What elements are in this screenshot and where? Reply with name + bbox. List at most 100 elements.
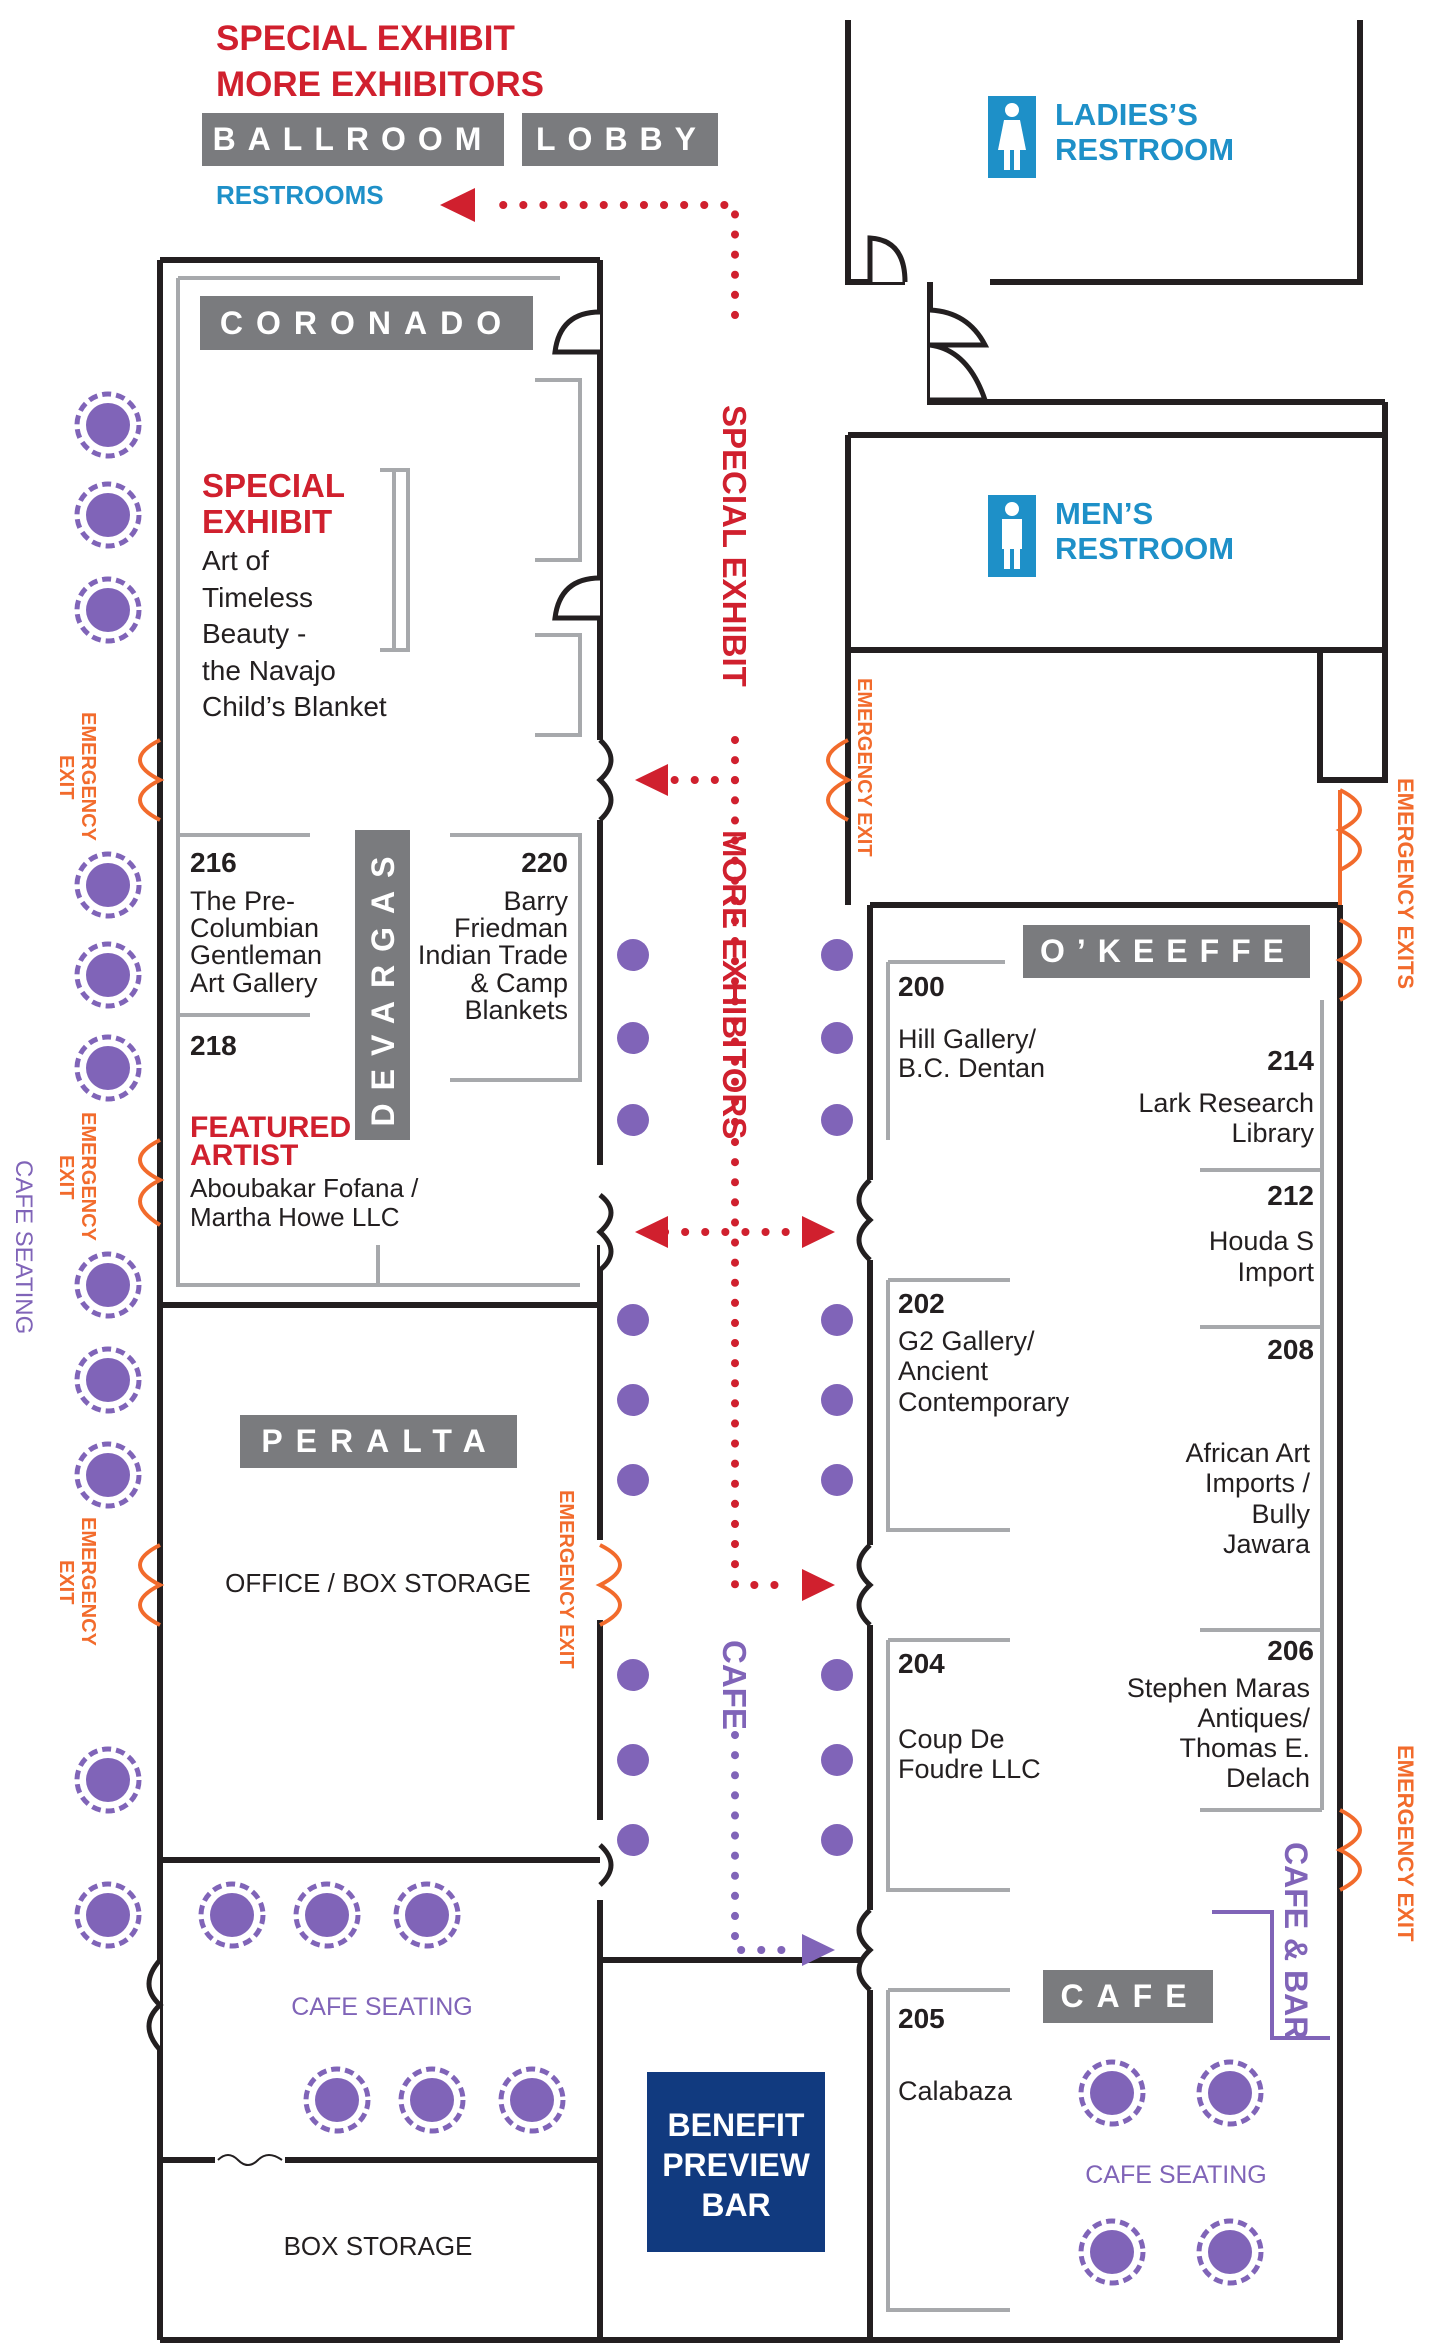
cafe-table bbox=[74, 391, 142, 459]
featured-line: Aboubakar Fofana / bbox=[190, 1173, 419, 1203]
exit-door-left-1 bbox=[138, 738, 165, 822]
door-peralta-corridor bbox=[598, 1843, 614, 1887]
path-corridor-main bbox=[731, 736, 794, 1589]
box-storage-label: BOX STORAGE bbox=[284, 2231, 473, 2261]
man-icon bbox=[1002, 502, 1022, 569]
partition-202 bbox=[886, 1278, 1010, 1532]
booth-number: 204 bbox=[898, 1648, 945, 1679]
bench bbox=[821, 1104, 853, 1136]
featured-head-2: ARTIST bbox=[190, 1139, 298, 1172]
booth-line: Import bbox=[1237, 1257, 1314, 1287]
exit-label-right-bottom: EMERGENCY EXIT bbox=[1393, 1745, 1418, 1942]
booth-number: 220 bbox=[521, 847, 568, 878]
coronado-label-bg bbox=[200, 296, 533, 350]
booth-line: Hill Gallery/ bbox=[898, 1024, 1037, 1054]
arrow-special-exhibit bbox=[635, 764, 668, 796]
exit-label-3-b: EXIT bbox=[55, 1560, 77, 1604]
door-okeeffe-3 bbox=[856, 1908, 874, 1992]
peralta-label: PERALTA bbox=[261, 1423, 498, 1459]
booth-220: 220 Barry Friedman Indian Trade & Camp B… bbox=[418, 847, 569, 1025]
booth-214: 214 Lark Research Library bbox=[1138, 1045, 1314, 1148]
cafe-bar-vertical: CAFE & BAR bbox=[1278, 1842, 1314, 2039]
cafe-table bbox=[74, 576, 142, 644]
wall-bar-column bbox=[597, 1957, 870, 2340]
cafe-table bbox=[498, 2066, 566, 2134]
cafe-table bbox=[293, 1881, 361, 1949]
special-exhibit-line: the Navajo bbox=[202, 655, 336, 686]
door-restroom-hall-2 bbox=[929, 342, 989, 403]
booth-line: Antiques/ bbox=[1197, 1703, 1310, 1733]
special-exhibit-bracket bbox=[380, 468, 410, 652]
booth-number: 214 bbox=[1267, 1045, 1314, 1076]
booth-200: 200 Hill Gallery/ B.C. Dentan bbox=[898, 971, 1045, 1083]
cafe-seating-left-label: CAFE SEATING bbox=[291, 1993, 473, 2021]
bench bbox=[821, 1304, 853, 1336]
booth-218: 218 bbox=[190, 1030, 237, 1061]
bench bbox=[821, 1744, 853, 1776]
door-ladies bbox=[867, 235, 908, 283]
bench bbox=[821, 1384, 853, 1416]
booth-line: Coup De bbox=[898, 1724, 1005, 1754]
office-box-storage-label: OFFICE / BOX STORAGE bbox=[225, 1568, 531, 1598]
partition-205 bbox=[886, 1988, 1010, 2312]
cafe-seating-right-label: CAFE SEATING bbox=[1085, 2161, 1267, 2189]
booth-partitions bbox=[176, 276, 1324, 2312]
booth-line: Art Gallery bbox=[190, 968, 318, 998]
peralta-label-bg bbox=[240, 1415, 517, 1468]
booth-line: Stephen Maras bbox=[1127, 1673, 1310, 1703]
booth-line: Blankets bbox=[464, 995, 568, 1025]
door-coronado-corridor bbox=[596, 738, 614, 822]
corridor-benches bbox=[617, 939, 853, 1856]
woman-icon bbox=[998, 103, 1026, 170]
booth-204: 204 Coup De Foudre LLC bbox=[898, 1648, 1041, 1784]
exit-door-left-2 bbox=[138, 1138, 165, 1227]
exit-label-1-b: EXIT bbox=[55, 755, 77, 799]
cafe-tables-drawn bbox=[74, 391, 1264, 2286]
bench bbox=[617, 1304, 649, 1336]
partition-204 bbox=[886, 1638, 1010, 1892]
exit-door-restroom bbox=[826, 738, 853, 822]
cafe-table bbox=[74, 1346, 142, 1414]
direction-paths bbox=[440, 188, 835, 1966]
wall-left-outer bbox=[157, 257, 603, 2340]
ladies-label-2: RESTROOM bbox=[1055, 132, 1234, 167]
exit-label-restroom: EMERGENCY EXIT bbox=[853, 678, 875, 857]
booth-line: Delach bbox=[1226, 1763, 1310, 1793]
arrow-cafe bbox=[802, 1934, 835, 1966]
booth-number: 200 bbox=[898, 971, 945, 1002]
cafe-table bbox=[74, 1251, 142, 1319]
door-devargas-corridor bbox=[596, 1193, 614, 1272]
booth-202: 202 G2 Gallery/ Ancient Contemporary bbox=[898, 1288, 1070, 1417]
walls bbox=[157, 20, 1388, 2343]
bench bbox=[617, 1022, 649, 1054]
cafe-table bbox=[303, 2066, 371, 2134]
booth-line: African Art bbox=[1185, 1438, 1310, 1468]
booth-205: 205 Calabaza bbox=[898, 2003, 1013, 2106]
booth-line: B.C. Dentan bbox=[898, 1053, 1045, 1083]
corridor-cafe: CAFE bbox=[716, 1640, 753, 1730]
special-exhibit-line: Beauty - bbox=[202, 618, 306, 649]
exit-label-peralta: EMERGENCY EXIT bbox=[555, 1490, 577, 1669]
booth-number: 216 bbox=[190, 847, 237, 878]
benefit-line-1: BENEFIT bbox=[668, 2107, 805, 2143]
okeeffe-label-bg bbox=[1023, 925, 1310, 978]
lobby-label-bg bbox=[522, 113, 718, 166]
booth-number: 205 bbox=[898, 2003, 945, 2034]
exit-label-2-a: EMERGENCY bbox=[77, 1112, 99, 1242]
booth-208: 208 African Art Imports / Bully Jawara bbox=[1185, 1334, 1314, 1559]
door-okeeffe-2 bbox=[856, 1543, 874, 1627]
booth-line: Jawara bbox=[1223, 1529, 1311, 1559]
exit-door-peralta bbox=[595, 1543, 622, 1627]
doors bbox=[146, 235, 990, 2052]
corridor-labels: SPECIAL EXHIBIT MORE EXHIBITORS CAFE CAF… bbox=[10, 405, 1314, 2039]
cafe-label: CAFE bbox=[1060, 1978, 1199, 2014]
exit-door-right-1 bbox=[1335, 788, 1362, 872]
cafe-table bbox=[1196, 2059, 1264, 2127]
cafe-table bbox=[74, 851, 142, 919]
booth-number: 212 bbox=[1267, 1180, 1314, 1211]
corridor-special-exhibit: SPECIAL EXHIBIT bbox=[716, 405, 753, 687]
bench bbox=[617, 1659, 649, 1691]
exit-label-3-a: EMERGENCY bbox=[77, 1517, 99, 1647]
top-more-exhibitors-label: MORE EXHIBITORS bbox=[216, 65, 544, 104]
wall-mens-stall bbox=[1317, 402, 1388, 783]
